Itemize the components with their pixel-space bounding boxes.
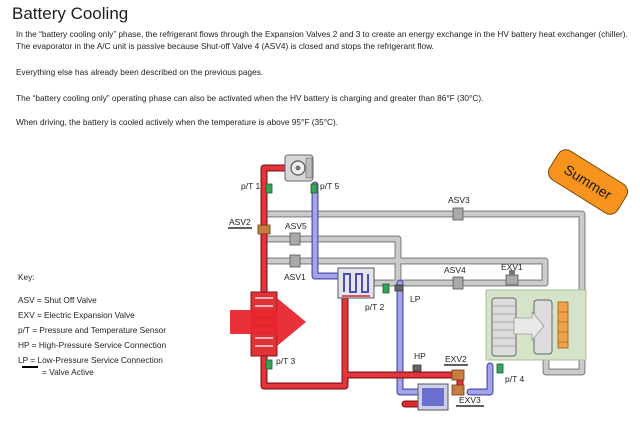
label-pt5: p/T 5 bbox=[320, 181, 339, 191]
paragraph-previous-pages: Everything else has already been describ… bbox=[16, 67, 264, 77]
label-asv2: ASV2 bbox=[229, 217, 251, 227]
valve-asv3-icon bbox=[452, 207, 464, 221]
label-pt4: p/T 4 bbox=[505, 374, 524, 384]
lp-service-connection-icon bbox=[394, 284, 404, 292]
valve-asv4-icon bbox=[452, 276, 464, 290]
paragraph-driving-cooling: When driving, the battery is cooled acti… bbox=[16, 117, 339, 127]
label-exv2: EXV2 bbox=[445, 354, 467, 364]
label-hp: HP bbox=[414, 351, 426, 361]
paragraph-battery-cooling-phase: In the “battery cooling only” phase, the… bbox=[16, 29, 628, 51]
label-asv1: ASV1 bbox=[284, 272, 306, 282]
page-title: Battery Cooling bbox=[12, 4, 129, 23]
key-valve-active-line bbox=[22, 366, 38, 368]
sensor-pt4-icon bbox=[496, 363, 504, 374]
key-item-pt: p/T = Pressure and Temperature Sensor bbox=[18, 325, 166, 335]
low-pressure-pipes bbox=[311, 181, 494, 396]
label-asv5: ASV5 bbox=[285, 221, 307, 231]
water-heat-exchanger-icon bbox=[405, 383, 449, 411]
key-item-lp: LP = Low-Pressure Service Connection bbox=[18, 355, 163, 365]
valve-exv2-icon bbox=[451, 369, 465, 381]
chiller-cylinder-icon bbox=[491, 297, 553, 357]
sensor-pt5-icon bbox=[310, 183, 318, 194]
label-asv4: ASV4 bbox=[444, 265, 466, 275]
sensor-pt1-icon bbox=[265, 183, 273, 194]
label-pt2: p/T 2 bbox=[365, 302, 384, 312]
valve-asv5-icon bbox=[289, 232, 301, 246]
compressor-icon bbox=[284, 154, 314, 182]
label-pt1: p/T 1 bbox=[241, 181, 260, 191]
label-pt3: p/T 3 bbox=[276, 356, 295, 366]
valve-asv1-icon bbox=[289, 254, 301, 268]
label-exv3: EXV3 bbox=[459, 395, 481, 405]
valve-exv1-icon bbox=[505, 270, 519, 286]
key-item-exv: EXV = Electric Expansion Valve bbox=[18, 310, 135, 320]
label-lp: LP bbox=[410, 294, 421, 304]
key-item-valve-active: = Valve Active bbox=[42, 367, 94, 377]
hp-service-connection-icon bbox=[412, 364, 422, 372]
valve-asv2-icon bbox=[257, 224, 271, 235]
heat-flow-arrow-icon bbox=[230, 298, 306, 346]
label-exv1: EXV1 bbox=[501, 262, 523, 272]
sensor-pt3-icon bbox=[265, 359, 273, 370]
label-asv3: ASV3 bbox=[448, 195, 470, 205]
sensor-pt2-icon bbox=[382, 283, 390, 294]
battery-module-icon bbox=[557, 301, 569, 349]
valve-exv3-icon bbox=[451, 384, 465, 396]
paragraph-charging-activation: The “battery cooling only” operating pha… bbox=[16, 93, 484, 103]
key-item-hp: HP = High-Pressure Service Connection bbox=[18, 340, 167, 350]
summer-badge: Summer bbox=[547, 149, 629, 215]
internal-heat-exchanger-icon bbox=[337, 267, 375, 299]
key-title: Key: bbox=[18, 272, 35, 282]
key-item-asv: ASV = Shut Off Valve bbox=[18, 295, 97, 305]
